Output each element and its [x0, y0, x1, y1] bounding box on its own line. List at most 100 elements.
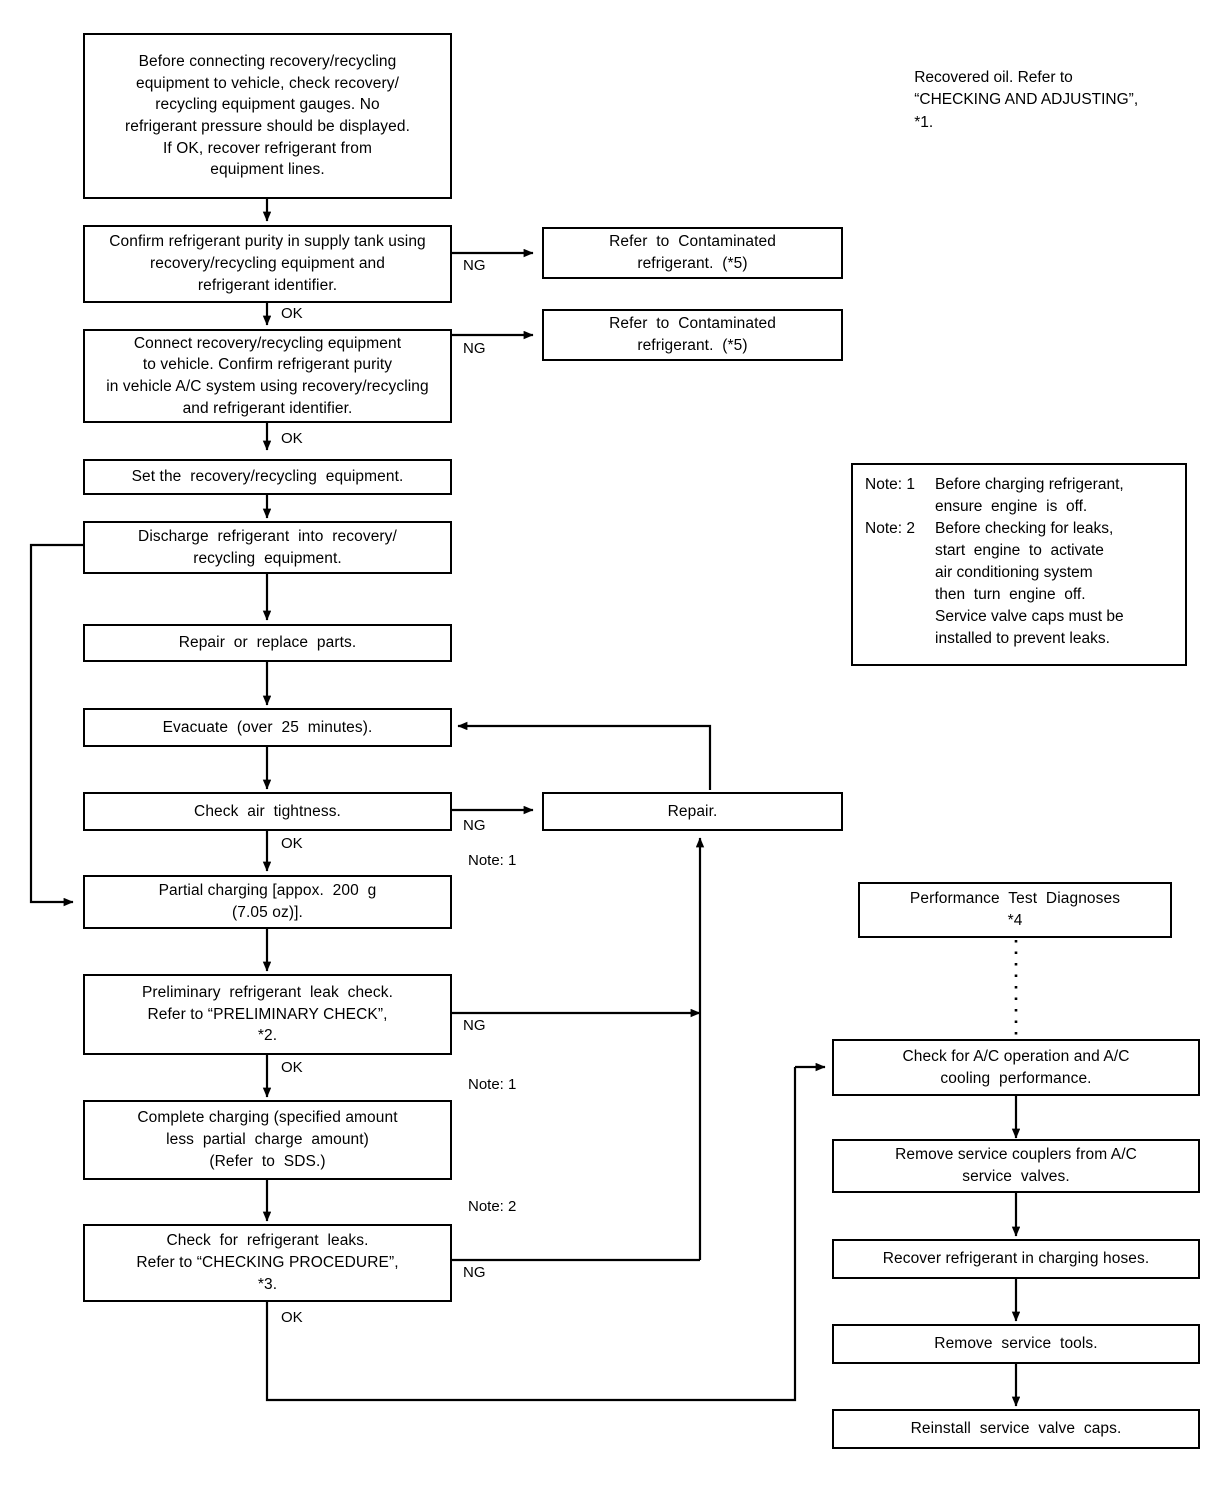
- node-line: (7.05 oz)].: [232, 904, 303, 921]
- edge-discharge-loop-to-partial: [29, 543, 83, 907]
- node-line: Recover refrigerant in charging hoses.: [882, 1250, 1150, 1268]
- node-before-connecting[interactable]: Before connecting recovery/recycling equ…: [83, 33, 452, 199]
- note-label: Note: 1: [865, 476, 915, 493]
- note-row: then turn engine off.: [865, 584, 1175, 606]
- node-confirm-purity-supply-tank[interactable]: Confirm refrigerant purity in supply tan…: [83, 225, 452, 303]
- node-line: Partial charging [appox. 200 g: [158, 882, 377, 900]
- edge-label-ok-leaks: OK: [281, 1309, 303, 1326]
- annotation-line: “CHECKING AND ADJUSTING”,: [914, 91, 1139, 109]
- note-label: [865, 628, 935, 650]
- edge-label-ok-supply-tank: OK: [281, 305, 303, 322]
- note-row: air conditioning system: [865, 562, 1175, 584]
- note-text: Before checking for leaks,: [935, 520, 1114, 537]
- node-line: refrigerant. (*5): [637, 255, 748, 272]
- note-text: Before charging refrigerant,: [935, 476, 1124, 493]
- node-check-air-tightness[interactable]: Check air tightness.: [83, 792, 452, 831]
- node-line: service valves.: [962, 1168, 1070, 1185]
- node-line: recovery/recycling equipment and: [150, 255, 385, 273]
- note-row: ensure engine is off.: [865, 496, 1175, 518]
- edge-label-ng-preliminary: NG: [463, 1017, 486, 1034]
- node-line: equipment lines.: [210, 161, 325, 179]
- node-line: Performance Test Diagnoses: [909, 890, 1121, 908]
- node-repair-or-replace-parts[interactable]: Repair or replace parts.: [83, 624, 452, 662]
- edge-label-ng-air-tightness: NG: [463, 817, 486, 834]
- node-line: Preliminary refrigerant leak check.: [141, 983, 394, 1001]
- node-line: recycling equipment.: [193, 549, 342, 567]
- note-label: Note: 2: [865, 520, 915, 537]
- note-text: start engine to activate: [935, 542, 1104, 559]
- note-text: Service valve caps must be: [935, 608, 1124, 625]
- node-preliminary-leak-check[interactable]: Preliminary refrigerant leak check. Refe…: [83, 974, 452, 1055]
- node-connect-equipment-to-vehicle[interactable]: Connect recovery/recycling equipment to …: [83, 329, 452, 423]
- note-text: ensure engine is off.: [935, 498, 1088, 515]
- node-line: and refrigerant identifier.: [182, 399, 353, 417]
- note-label: [865, 540, 935, 562]
- node-reinstall-service-valve-caps[interactable]: Reinstall service valve caps.: [832, 1409, 1200, 1449]
- annotation-line: Recovered oil. Refer to: [914, 68, 1073, 86]
- node-check-refrigerant-leaks[interactable]: Check for refrigerant leaks. Refer to “C…: [83, 1224, 452, 1302]
- node-remove-service-tools[interactable]: Remove service tools.: [832, 1324, 1200, 1364]
- node-line: Connect recovery/recycling equipment: [133, 334, 402, 352]
- node-line: Confirm refrigerant purity in supply tan…: [109, 233, 426, 251]
- node-line: refrigerant identifier.: [197, 276, 338, 294]
- note-label: [865, 584, 935, 606]
- node-complete-charging[interactable]: Complete charging (specified amount less…: [83, 1100, 452, 1180]
- edge-label-ng-vehicle: NG: [463, 340, 486, 357]
- edge-label-note1-preliminary: Note: 1: [468, 1076, 517, 1093]
- node-line: If OK, recover refrigerant from: [163, 139, 372, 157]
- node-line: Remove service tools.: [934, 1335, 1098, 1353]
- edge-label-ok-preliminary: OK: [281, 1059, 303, 1076]
- note-row: Note: 1 Before charging refrigerant,: [865, 474, 1175, 496]
- node-line: Repair.: [667, 802, 718, 820]
- node-line: Set the recovery/recycling equipment.: [131, 468, 404, 486]
- node-line: Check for refrigerant leaks.: [166, 1232, 369, 1250]
- node-line: to vehicle. Confirm refrigerant purity: [142, 356, 393, 374]
- node-line: recycling equipment gauges. No: [155, 96, 380, 114]
- node-partial-charging[interactable]: Partial charging [appox. 200 g (7.05 oz)…: [83, 875, 452, 929]
- edge-repair-to-evacuate: [457, 721, 712, 790]
- node-check-ac-operation[interactable]: Check for A/C operation and A/C cooling …: [832, 1039, 1200, 1096]
- node-performance-test-diagnoses[interactable]: Performance Test Diagnoses *4: [858, 882, 1172, 938]
- node-contaminated-refrigerant-1[interactable]: Refer to Contaminated refrigerant. (*5): [542, 227, 843, 279]
- node-line: *2.: [257, 1027, 278, 1045]
- node-line: Check air tightness.: [194, 802, 341, 820]
- note-row: installed to prevent leaks.: [865, 628, 1175, 650]
- note-text: air conditioning system: [935, 564, 1093, 581]
- edge-label-ng-supply-tank: NG: [463, 257, 486, 274]
- node-line: refrigerant pressure should be displayed…: [125, 118, 410, 135]
- note-row: Service valve caps must be: [865, 606, 1175, 628]
- edge-label-ng-leaks: NG: [463, 1264, 486, 1281]
- node-evacuate[interactable]: Evacuate (over 25 minutes).: [83, 708, 452, 747]
- node-recover-refrigerant-hoses[interactable]: Recover refrigerant in charging hoses.: [832, 1239, 1200, 1279]
- node-line: *3.: [257, 1275, 278, 1293]
- edge-leaks-ok: [265, 1067, 797, 1402]
- node-line: Complete charging (specified amount: [137, 1109, 398, 1127]
- node-line: less partial charge amount): [166, 1131, 369, 1149]
- note-text: then turn engine off.: [935, 586, 1086, 603]
- node-line: (Refer to SDS.): [209, 1152, 326, 1170]
- note-row: start engine to activate: [865, 540, 1175, 562]
- node-line: Refer to “PRELIMINARY CHECK”,: [147, 1005, 388, 1023]
- node-line: Refer to Contaminated: [609, 233, 776, 251]
- node-line: Refer to “CHECKING PROCEDURE”,: [136, 1254, 399, 1272]
- node-repair[interactable]: Repair.: [542, 792, 843, 831]
- note-text: installed to prevent leaks.: [935, 630, 1110, 647]
- node-contaminated-refrigerant-2[interactable]: Refer to Contaminated refrigerant. (*5): [542, 309, 843, 361]
- node-line: Evacuate (over 25 minutes).: [162, 718, 373, 736]
- edge-label-ok-air-tightness: OK: [281, 835, 303, 852]
- note-label: [865, 562, 935, 584]
- edge-label-note2-leaks: Note: 2: [468, 1198, 517, 1215]
- annotation-line: *1.: [914, 113, 934, 131]
- annotation-recovered-oil: Recovered oil. Refer to “CHECKING AND AD…: [897, 44, 1138, 157]
- node-line: refrigerant. (*5): [637, 337, 748, 354]
- node-remove-service-couplers[interactable]: Remove service couplers from A/C service…: [832, 1139, 1200, 1193]
- node-line: Refer to Contaminated: [609, 315, 776, 333]
- node-discharge-refrigerant[interactable]: Discharge refrigerant into recovery/ rec…: [83, 521, 452, 574]
- note-label: [865, 496, 935, 518]
- node-line: in vehicle A/C system using recovery/rec…: [106, 378, 429, 395]
- node-line: Reinstall service valve caps.: [910, 1420, 1122, 1438]
- node-set-equipment[interactable]: Set the recovery/recycling equipment.: [83, 459, 452, 495]
- note-label: [865, 606, 935, 628]
